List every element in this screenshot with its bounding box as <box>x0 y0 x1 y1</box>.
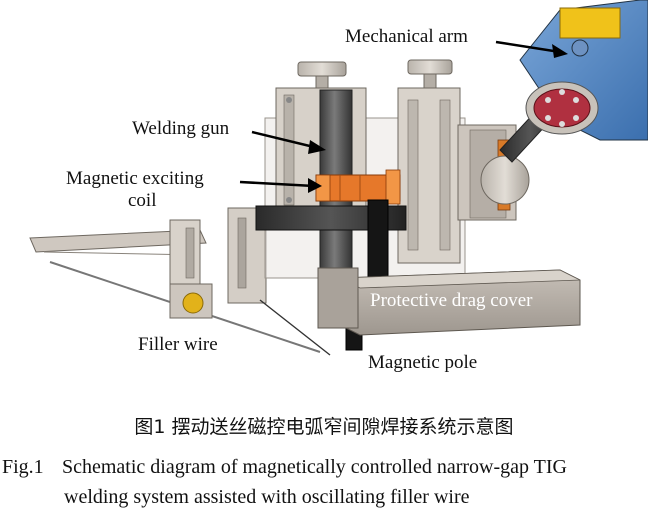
label-filler-wire: Filler wire <box>138 334 218 355</box>
caption-english: Fig.1 Schematic diagram of magnetically c… <box>2 452 646 512</box>
annotation-arrows <box>239 40 568 193</box>
mechanical-arm <box>519 0 648 141</box>
label-magnetic-pole: Magnetic pole <box>368 352 478 373</box>
filler-wire-guide <box>29 207 331 356</box>
protective-drag-cover <box>317 267 581 336</box>
diagram-illustration <box>29 0 648 356</box>
label-magnetic-exciting-coil-line2: coil <box>128 190 157 211</box>
caption-chinese: 图1 摆动送丝磁控电弧窄间隙焊接系统示意图 <box>134 416 514 438</box>
label-welding-gun: Welding gun <box>132 118 230 139</box>
figure-number: Fig.1 <box>2 456 44 478</box>
label-protective-drag-cover: Protective drag cover <box>370 290 533 311</box>
caption-english-line1: Fig.1 Schematic diagram of magnetically c… <box>2 452 646 482</box>
label-mechanical-arm: Mechanical arm <box>345 26 468 47</box>
caption-english-text-line1: Schematic diagram of magnetically contro… <box>62 456 567 478</box>
rail-mount <box>397 59 530 264</box>
filler-wire-spool-icon <box>182 292 204 314</box>
magnetic-exciting-coil <box>315 169 401 205</box>
label-magnetic-exciting-coil-line1: Magnetic exciting <box>66 168 204 189</box>
caption-english-text-line2: welding system assisted with oscillating… <box>64 486 470 508</box>
welding-system-diagram: Mechanical arm Welding gun Magnetic exci… <box>29 0 648 373</box>
